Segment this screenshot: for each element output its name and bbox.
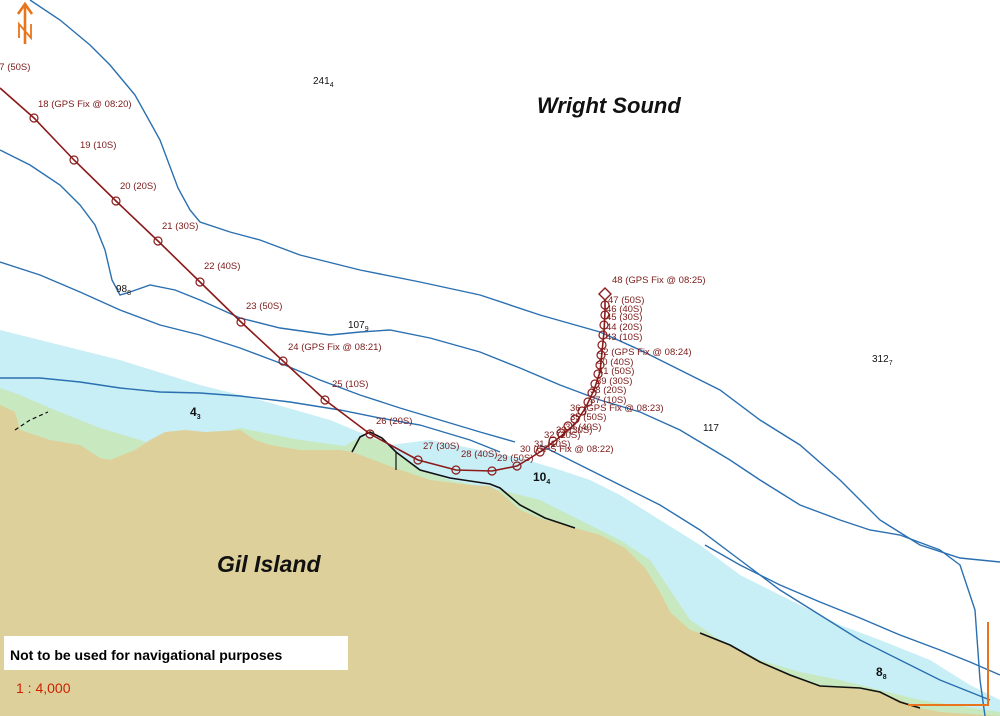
track-label: 22 (40S) (204, 261, 240, 272)
track-point (548, 436, 558, 446)
track-label: 30 (GPS Fix @ 08:22) (520, 444, 614, 455)
track-point (413, 455, 423, 465)
track-point (195, 277, 205, 287)
track-point (111, 196, 121, 206)
track-point (583, 397, 593, 407)
track-point (598, 330, 608, 340)
sounding: 104 (533, 470, 550, 486)
track-point (563, 421, 573, 431)
track-label: 27 (30S) (423, 441, 459, 452)
track-point (487, 466, 497, 476)
track-label: 25 (10S) (332, 379, 368, 390)
sounding: 2414 (313, 76, 334, 89)
track-label: 39 (30S) (596, 376, 632, 387)
track-point (512, 461, 522, 471)
track-label: 21 (30S) (162, 221, 198, 232)
track-point (236, 317, 246, 327)
sounding: 1079 (348, 320, 369, 333)
track-label: 45 (30S) (606, 312, 642, 323)
track-point (587, 388, 597, 398)
track-label: 36 (GPS Fix @ 08:23) (570, 403, 664, 414)
track-label: 23 (50S) (246, 301, 282, 312)
sounding: 117 (703, 423, 719, 434)
track-points (29, 113, 612, 476)
track-point (320, 395, 330, 405)
track-point (29, 113, 39, 123)
track-label: 40 (40S) (597, 357, 633, 368)
track-label: 18 (GPS Fix @ 08:20) (38, 99, 132, 110)
track-label: 32 (20S) (544, 430, 580, 441)
track-labels: 17 (50S) 18 (GPS Fix @ 08:20) 19 (10S) 20 (… (0, 62, 706, 464)
track-label: 43 (10S) (606, 332, 642, 343)
disclaimer-text: Not to be used for navigational purposes (10, 647, 282, 663)
disclaimer-box: Not to be used for navigational purposes (4, 636, 348, 670)
track-label: 20 (20S) (120, 181, 156, 192)
track-label: 42 (GPS Fix @ 08:24) (598, 347, 692, 358)
track-label: 17 (50S) (0, 62, 30, 73)
soundings: 2414 988 1079 3127 117 43 104 88 (116, 76, 893, 681)
track-label: 24 (GPS Fix @ 08:21) (288, 342, 382, 353)
track-label: 28 (40S) (461, 449, 497, 460)
place-name-wright-sound: Wright Sound (537, 93, 681, 118)
sounding: 43 (190, 405, 201, 421)
north-arrow-icon (16, 1, 34, 44)
map-scale: 1 : 4,000 (16, 680, 71, 696)
track-label: 34 (40S) (565, 422, 601, 433)
track-label: 48 (GPS Fix @ 08:25) (612, 275, 706, 286)
corner-mark (908, 622, 989, 706)
track-label: 29 (50S) (497, 453, 533, 464)
track-label: 47 (50S) (608, 295, 644, 306)
track-label: 44 (20S) (606, 322, 642, 333)
drying-line-dashed (14, 411, 49, 431)
track-label: 41 (50S) (598, 366, 634, 377)
track-point (451, 465, 461, 475)
track-label: 35 (50S) (570, 412, 606, 423)
track-point (600, 310, 610, 320)
track-point (69, 155, 79, 165)
sounding: 3127 (872, 354, 893, 367)
track-point (596, 350, 606, 360)
track-point (570, 414, 580, 424)
track-point (535, 447, 545, 457)
track-point (556, 428, 566, 438)
track-label: 37 (10S) (590, 395, 626, 406)
track-label: 38 (20S) (590, 385, 626, 396)
track-point (153, 236, 163, 246)
track-end-diamond (598, 287, 612, 301)
track-point (599, 320, 609, 330)
coastline (351, 431, 921, 709)
track-label: 19 (10S) (80, 140, 116, 151)
track-label: 46 (40S) (606, 304, 642, 315)
sounding: 88 (876, 665, 887, 681)
track-point (365, 429, 375, 439)
track-label: 33 (30S) (556, 425, 592, 436)
track-point (595, 360, 605, 370)
track-label: 31 (10S) (534, 439, 570, 450)
track-label: 26 (20S) (376, 416, 412, 427)
place-name-gil-island: Gil Island (217, 551, 321, 577)
track-point (577, 406, 587, 416)
track-point (278, 356, 288, 366)
track-point (590, 379, 600, 389)
track-point (597, 340, 607, 350)
track-point (593, 369, 603, 379)
track-point (600, 300, 610, 310)
sounding: 988 (116, 284, 131, 297)
